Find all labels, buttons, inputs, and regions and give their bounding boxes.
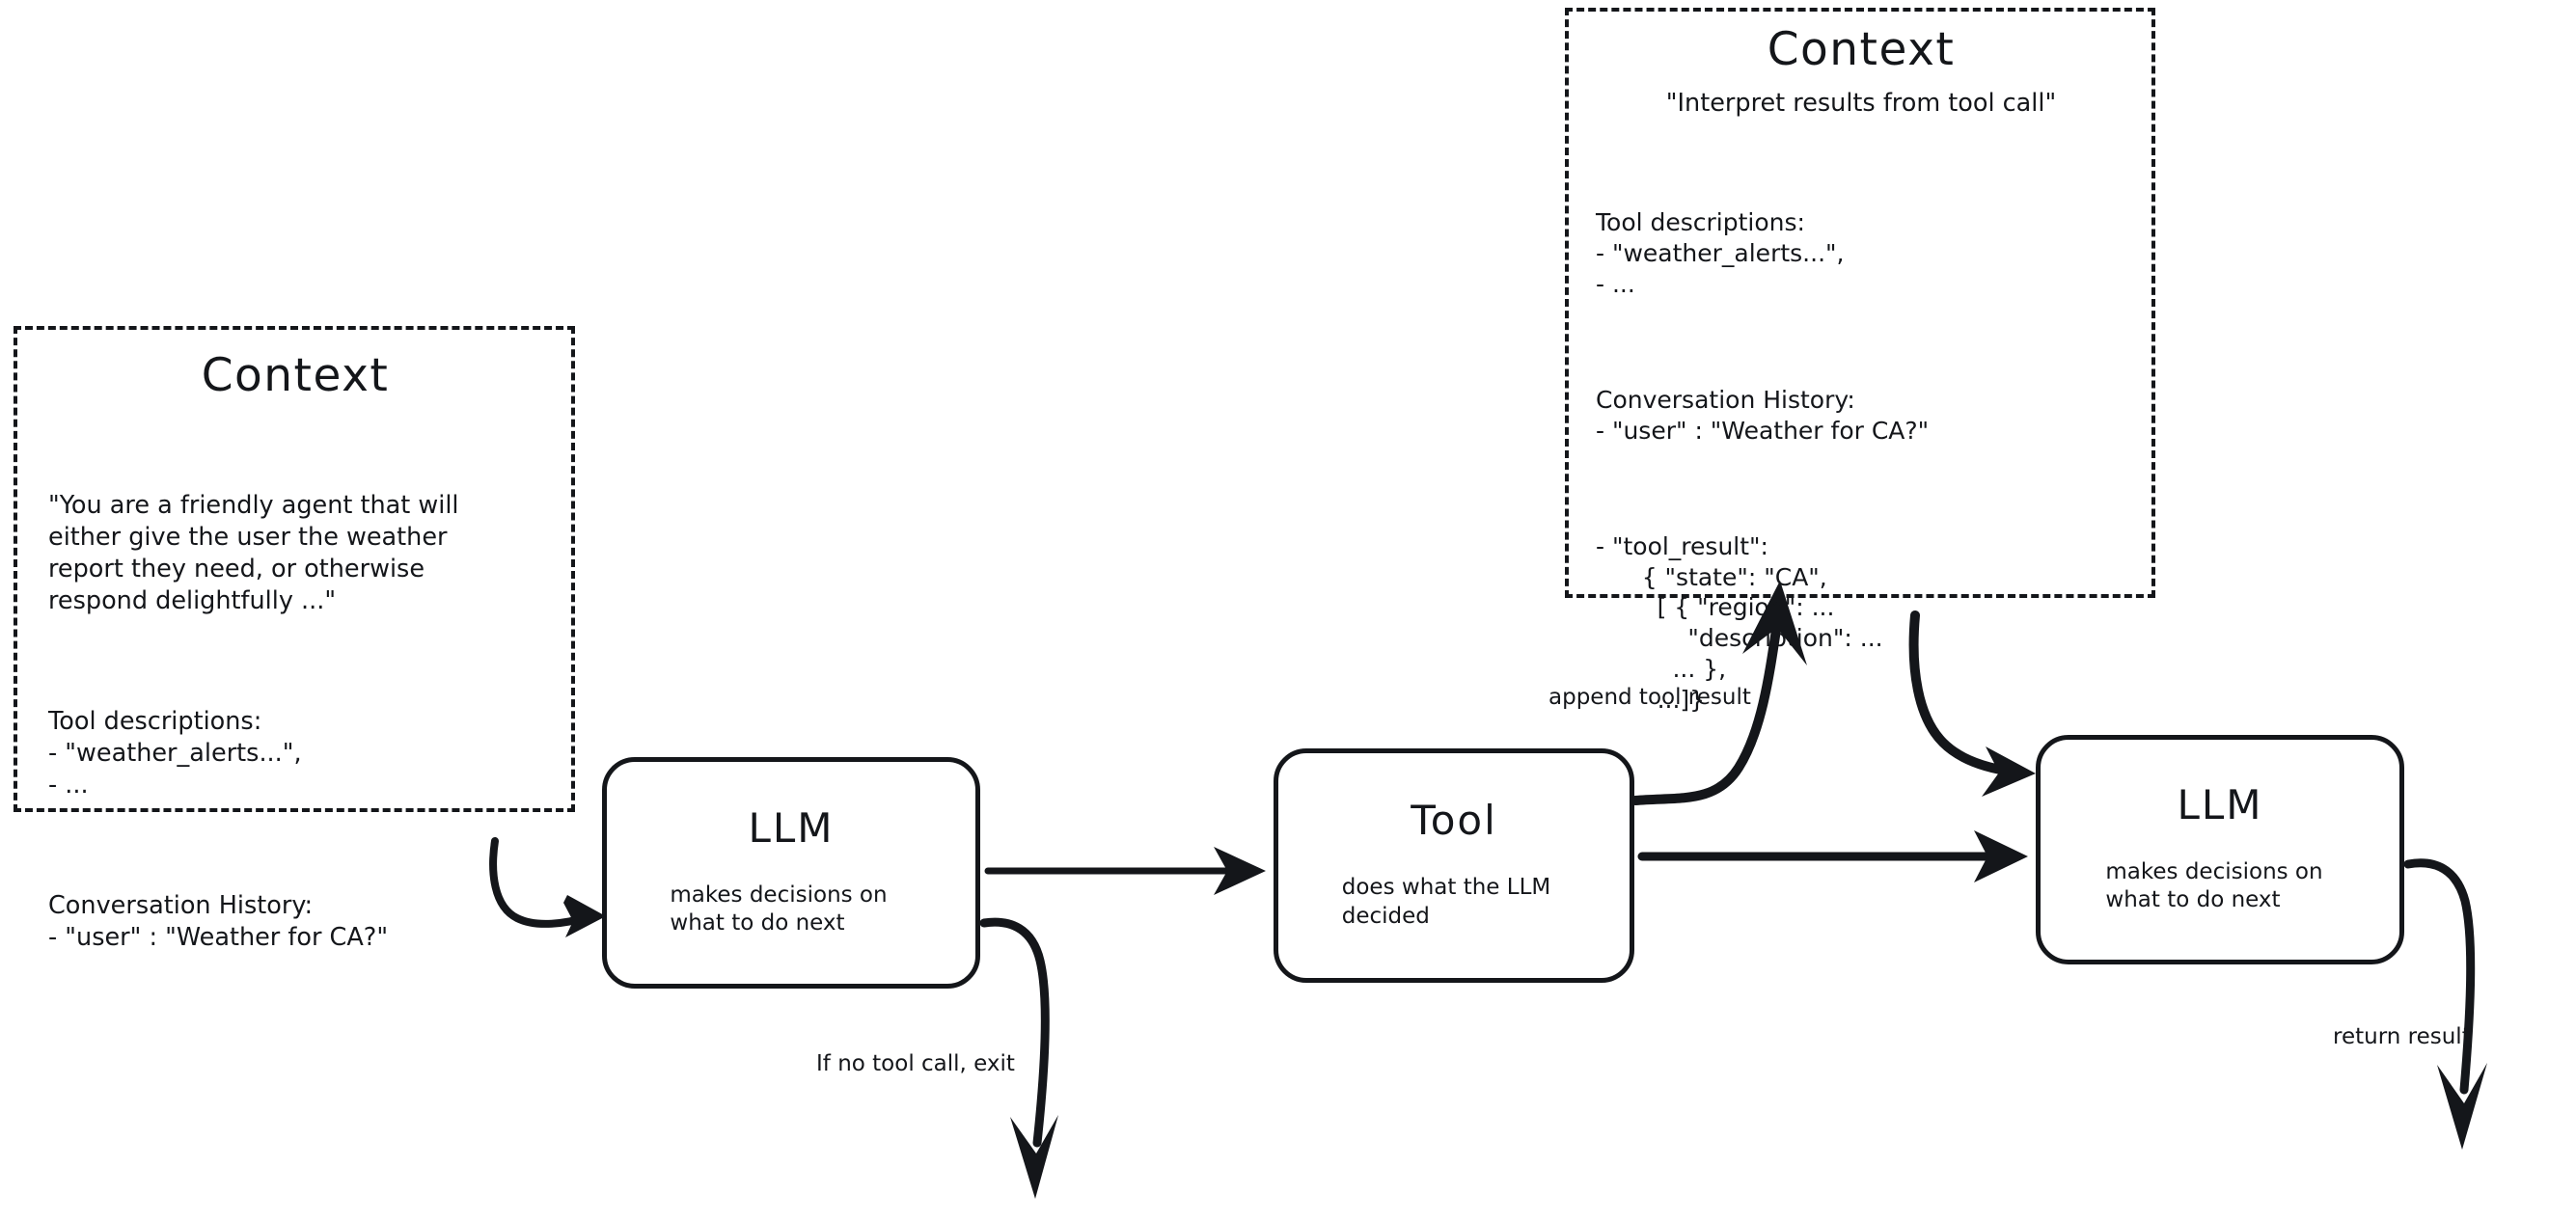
- node-llm-second[interactable]: LLM makes decisions on what to do next: [2036, 735, 2404, 964]
- system-prompt-text: "You are a friendly agent that will eith…: [48, 490, 459, 616]
- arrow-llm1-to-tool: [984, 847, 1266, 895]
- context-right-body: Tool descriptions: - "weather_alerts..."…: [1596, 147, 2126, 776]
- node-tool-subtitle: does what the LLM decided: [1341, 875, 1551, 929]
- node-llm-first-subtitle: makes decisions on what to do next: [670, 882, 888, 936]
- tool-result-text: - "tool_result": { "state": "CA", [ { "r…: [1596, 531, 1883, 714]
- conversation-history-text-right: Conversation History: - "user" : "Weathe…: [1596, 385, 1930, 445]
- context-left-body: "You are a friendly agent that will eith…: [48, 426, 542, 1018]
- node-llm-second-subtitle: makes decisions on what to do next: [2105, 858, 2323, 912]
- tool-descriptions-text-right: Tool descriptions: - "weather_alerts..."…: [1596, 208, 1845, 298]
- tool-descriptions-text: Tool descriptions: - "weather_alerts..."…: [48, 706, 302, 800]
- context-panel-right: Context "Interpret results from tool cal…: [1565, 8, 2155, 714]
- edge-label-append-tool-result: append tool result: [1548, 685, 1751, 710]
- node-llm-first-title: LLM: [748, 803, 835, 852]
- node-llm-first[interactable]: LLM makes decisions on what to do next: [602, 757, 980, 989]
- context-left-title: Context: [201, 349, 390, 402]
- arrow-llm2-return: [2403, 858, 2487, 1150]
- edge-label-if-no-tool-call-exit: If no tool call, exit: [816, 1051, 1015, 1076]
- node-tool[interactable]: Tool does what the LLM decided: [1274, 748, 1634, 983]
- arrow-tool-to-llm2: [1637, 830, 2028, 882]
- node-tool-title: Tool: [1411, 797, 1497, 845]
- context-panel-left: Context "You are a friendly agent that w…: [14, 326, 575, 952]
- context-right-instruction: "Interpret results from tool call": [1665, 88, 2057, 118]
- node-llm-second-title: LLM: [2177, 780, 2263, 828]
- edge-label-return-result: return result: [2333, 1024, 2471, 1049]
- conversation-history-text: Conversation History: - "user" : "Weathe…: [48, 890, 389, 952]
- context-right-title: Context: [1767, 23, 1956, 76]
